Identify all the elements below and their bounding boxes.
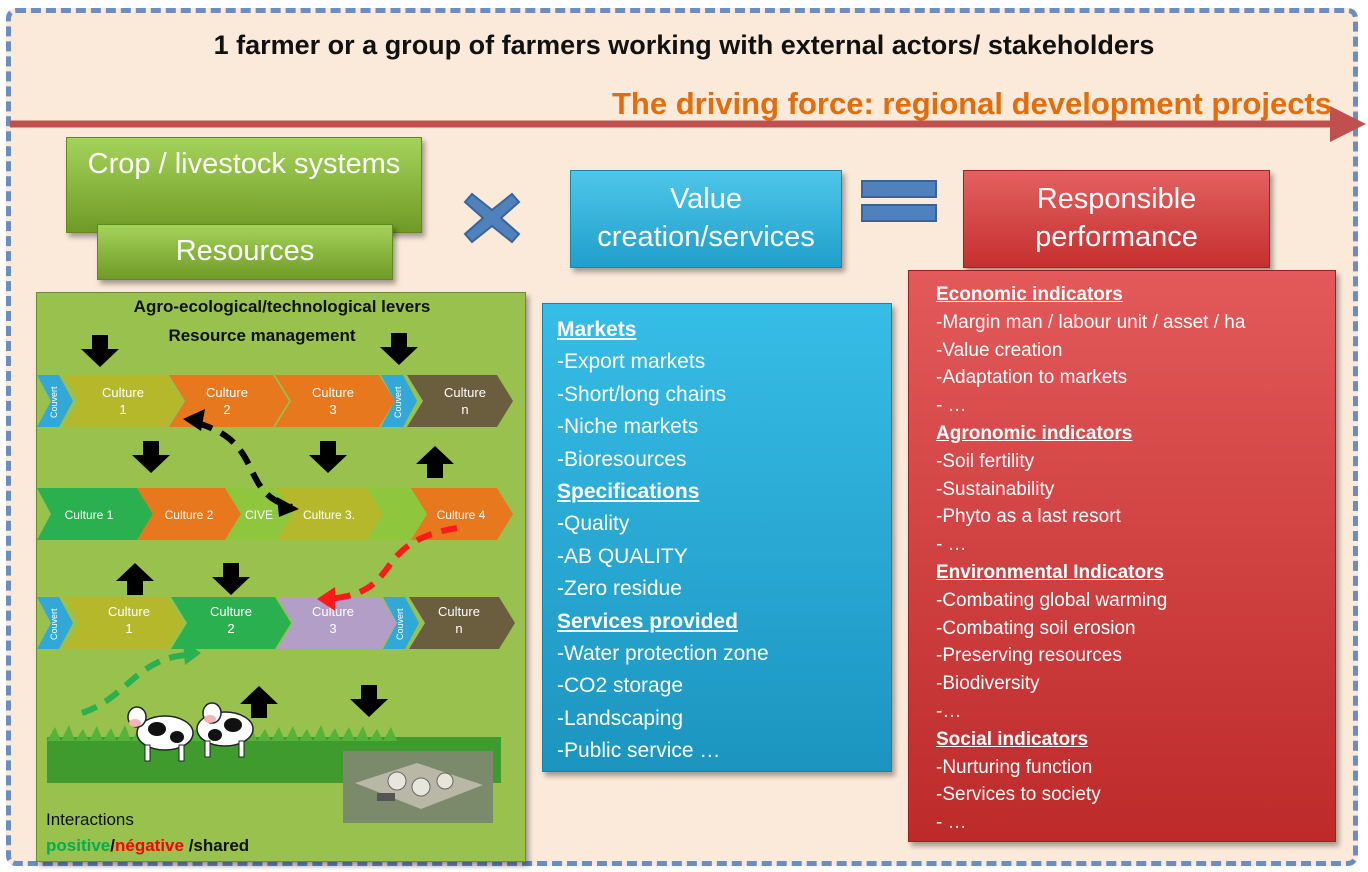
indicator-item: -Sustainability xyxy=(936,478,1055,500)
resources-box: Resources xyxy=(97,224,393,280)
value-creation-box: Value creation/services xyxy=(570,170,842,268)
svg-text:Culture: Culture xyxy=(438,604,480,619)
svg-text:Culture: Culture xyxy=(444,385,486,400)
interactions-label: Interactions xyxy=(46,810,134,829)
value-item: -Public service … xyxy=(557,739,721,763)
svg-text:2: 2 xyxy=(223,402,230,417)
svg-text:Culture 3.: Culture 3. xyxy=(303,508,355,522)
indicator-item: -Phyto as a last resort xyxy=(936,506,1121,528)
svg-text:Culture 4: Culture 4 xyxy=(437,508,486,522)
crop-livestock-box: Crop / livestock systems xyxy=(66,137,422,233)
svg-text:Culture: Culture xyxy=(206,385,248,400)
svg-text:n: n xyxy=(461,402,468,417)
arrow-down-icon xyxy=(380,333,418,365)
arrow-down-icon xyxy=(212,563,250,595)
indicator-heading: Economic indicators xyxy=(936,284,1123,305)
indicator-heading: Agronomic indicators xyxy=(936,422,1133,444)
value-item: -Export markets xyxy=(557,350,706,374)
interactions-legend: positive/négative /shared xyxy=(46,836,250,855)
value-item: -Zero residue xyxy=(557,577,682,601)
rotation-diagram: Couvert Couvert Culture 1 Culture 2 Cult… xyxy=(37,333,515,823)
levers-title: Agro-ecological/technological levers xyxy=(133,297,431,316)
biogas-plant-image xyxy=(343,751,493,823)
legend-positive: positive xyxy=(46,836,111,855)
value-item: -Water protection zone xyxy=(557,642,769,666)
indicator-item: - … xyxy=(936,812,967,834)
svg-text:3: 3 xyxy=(329,621,336,636)
svg-text:1: 1 xyxy=(125,621,132,636)
indicator-heading: Environmental Indicators xyxy=(936,561,1165,583)
svg-text:Couvert: Couvert xyxy=(393,386,403,418)
main-title: 1 farmer or a group of farmers working w… xyxy=(213,30,1155,60)
equals-icon xyxy=(861,180,937,222)
legend-negative: négative xyxy=(114,836,184,855)
value-item: -AB QUALITY xyxy=(557,544,688,568)
value-item: -Landscaping xyxy=(557,706,684,730)
value-heading: Specifications xyxy=(557,480,700,504)
indicator-item: -Combating soil erosion xyxy=(936,617,1136,639)
indicator-item: -Value creation xyxy=(936,339,1063,361)
svg-text:n: n xyxy=(455,621,462,636)
performance-panel: Economic indicators -Margin man / labour … xyxy=(908,270,1336,842)
value-creation-panel: Markets -Export markets -Short/long chains… xyxy=(542,303,892,772)
svg-text:Culture 1: Culture 1 xyxy=(65,508,114,522)
arrow-down-icon xyxy=(309,441,347,473)
arrow-up-icon xyxy=(116,563,154,595)
value-item: -Short/long chains xyxy=(557,382,727,406)
value-heading: Services provided xyxy=(557,609,738,633)
driving-force-arrow xyxy=(10,106,1366,142)
cow-icon xyxy=(127,706,194,762)
svg-text:Culture: Culture xyxy=(312,604,354,619)
svg-text:Culture: Culture xyxy=(312,385,354,400)
levers-subtitle: Resource management xyxy=(168,326,356,345)
indicator-item: -Nurturing function xyxy=(936,756,1093,778)
svg-text:Couvert: Couvert xyxy=(49,608,59,640)
indicator-item: -Services to society xyxy=(936,784,1101,806)
indicator-item: -Biodiversity xyxy=(936,673,1040,695)
svg-text:Couvert: Couvert xyxy=(395,608,405,640)
levers-panel: Agro-ecological/technological levers Res… xyxy=(36,292,526,862)
cow-icon xyxy=(196,702,254,758)
indicator-item: -… xyxy=(936,700,962,722)
svg-text:3: 3 xyxy=(329,402,336,417)
svg-text:2: 2 xyxy=(227,621,234,636)
responsible-performance-box: Responsible performance xyxy=(963,170,1270,268)
indicator-item: -Combating global warming xyxy=(936,589,1168,611)
value-item: -Niche markets xyxy=(557,415,699,439)
value-heading: Markets xyxy=(557,318,637,341)
svg-text:Culture: Culture xyxy=(102,385,144,400)
indicator-item: - … xyxy=(936,395,967,417)
indicator-item: -Soil fertility xyxy=(936,450,1035,472)
indicator-item: -Margin man / labour unit / asset / ha xyxy=(936,311,1246,333)
indicator-item: -Preserving resources xyxy=(936,645,1122,667)
indicator-item: - … xyxy=(936,534,967,556)
arrow-down-icon xyxy=(350,685,388,717)
svg-text:Culture: Culture xyxy=(210,604,252,619)
indicator-heading: Social indicators xyxy=(936,728,1089,750)
arrow-down-icon xyxy=(81,335,119,367)
driving-force-label: The driving force: regional development … xyxy=(611,86,1332,121)
value-item: -Quality xyxy=(557,512,630,536)
svg-text:Culture: Culture xyxy=(108,604,150,619)
multiply-icon xyxy=(463,192,521,244)
svg-text:CIVE: CIVE xyxy=(245,508,273,522)
arrow-up-icon xyxy=(416,446,454,478)
indicator-item: -Adaptation to markets xyxy=(936,367,1128,389)
svg-text:Couvert: Couvert xyxy=(49,386,59,418)
value-item: -Bioresources xyxy=(557,447,687,471)
arrow-up-icon xyxy=(240,686,278,718)
value-item: -CO2 storage xyxy=(557,674,684,698)
arrow-down-icon xyxy=(132,441,170,473)
legend-shared: /shared xyxy=(188,836,250,855)
svg-text:Culture 2: Culture 2 xyxy=(165,508,214,522)
svg-text:1: 1 xyxy=(119,402,126,417)
